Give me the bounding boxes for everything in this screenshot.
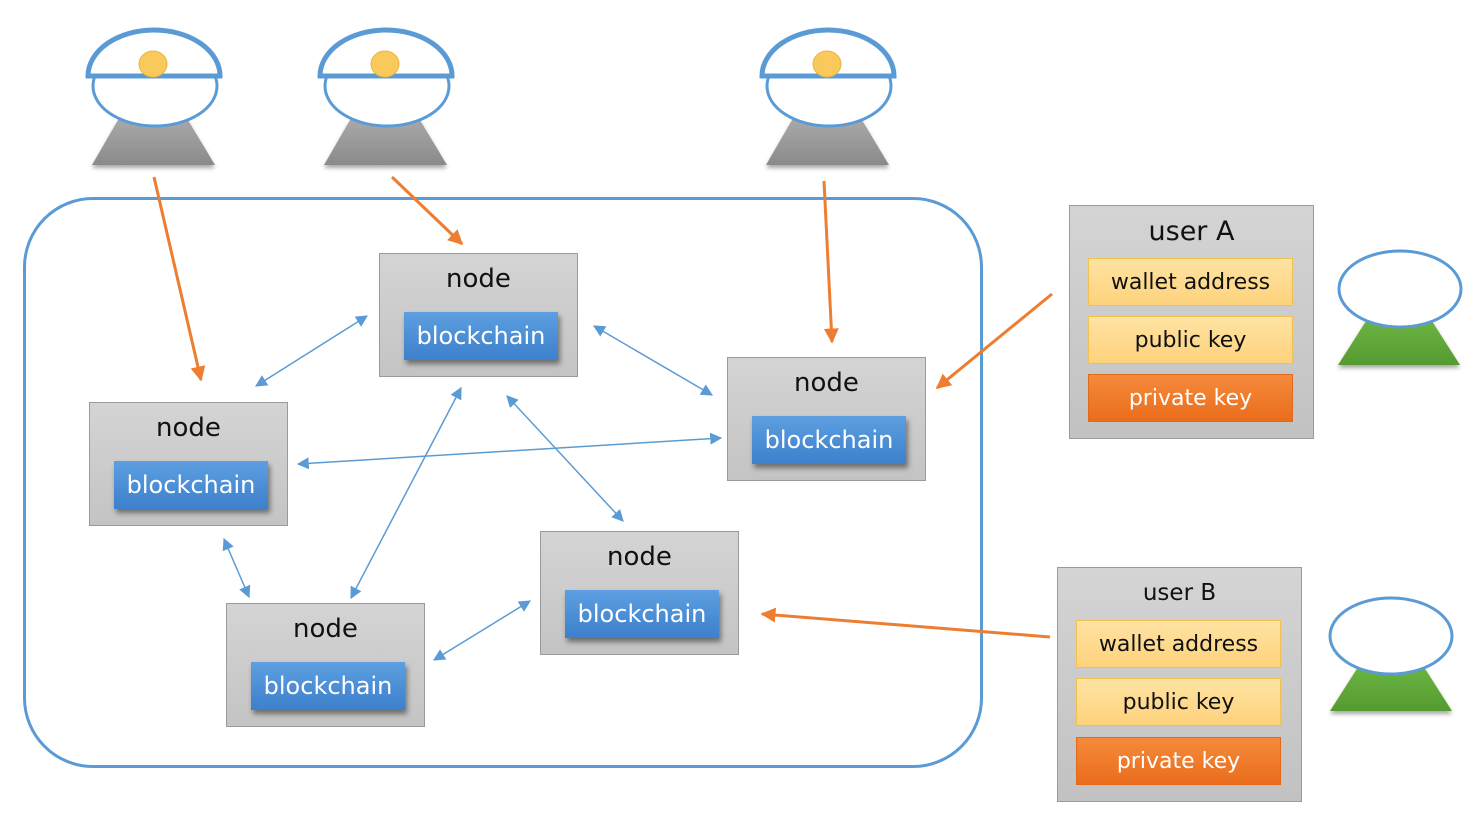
public-key-field: public key	[1088, 316, 1293, 364]
node-label: node	[156, 413, 221, 443]
miner-icon	[317, 27, 455, 165]
user-a-figure-icon	[1337, 249, 1463, 365]
user-b-figure-icon	[1328, 596, 1454, 711]
private-key-field: private key	[1076, 737, 1281, 785]
user-title: user A	[1148, 216, 1235, 247]
user-title: user B	[1142, 580, 1217, 606]
node-bottom[interactable]: node blockchain	[226, 603, 425, 727]
blockchain-badge: blockchain	[114, 461, 268, 509]
blockchain-badge: blockchain	[565, 590, 719, 638]
user-b-card[interactable]: user B wallet address public key private…	[1057, 567, 1302, 802]
wallet-address-field: wallet address	[1076, 620, 1281, 668]
private-key-field: private key	[1088, 374, 1293, 422]
miner-icon	[85, 27, 223, 165]
blockchain-badge: blockchain	[251, 662, 405, 710]
node-label: node	[446, 264, 511, 294]
blockchain-network-boundary	[23, 197, 983, 768]
blockchain-badge: blockchain	[752, 416, 906, 464]
miner-icon	[759, 27, 897, 165]
node-right[interactable]: node blockchain	[727, 357, 926, 481]
node-label: node	[293, 614, 358, 644]
node-label: node	[794, 368, 859, 398]
user-a-card[interactable]: user A wallet address public key private…	[1069, 205, 1314, 439]
wallet-address-field: wallet address	[1088, 258, 1293, 306]
blockchain-badge: blockchain	[404, 312, 558, 360]
public-key-field: public key	[1076, 678, 1281, 726]
node-left[interactable]: node blockchain	[89, 402, 288, 526]
node-label: node	[607, 542, 672, 572]
node-top[interactable]: node blockchain	[379, 253, 578, 377]
node-center[interactable]: node blockchain	[540, 531, 739, 655]
